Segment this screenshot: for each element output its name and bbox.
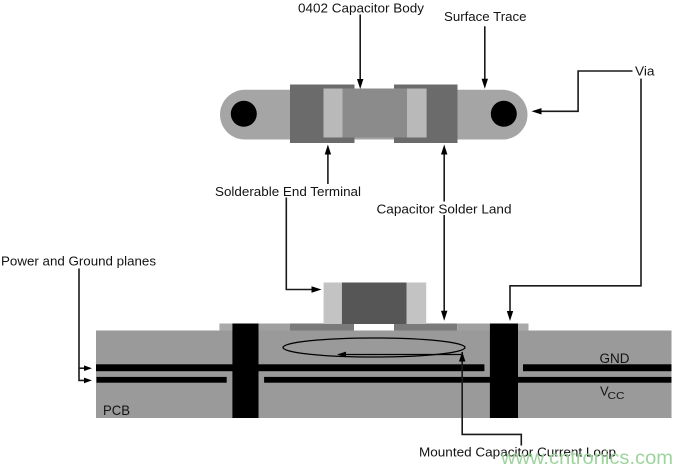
svg-text:CC: CC [608, 390, 625, 402]
svg-text:Surface Trace: Surface Trace [444, 9, 527, 24]
svg-text:V: V [600, 384, 609, 399]
svg-text:GND: GND [600, 351, 630, 366]
svg-text:0402 Capacitor Body: 0402 Capacitor Body [298, 1, 425, 16]
svg-text:Via: Via [635, 64, 655, 79]
svg-text:PCB: PCB [103, 402, 130, 418]
svg-text:Mounted Capacitor Current Loop: Mounted Capacitor Current Loop [419, 445, 616, 460]
svg-text:Capacitor Solder Land: Capacitor Solder Land [377, 201, 512, 216]
svg-text:Solderable End Terminal: Solderable End Terminal [215, 184, 361, 199]
svg-text:Power and Ground planes: Power and Ground planes [1, 254, 157, 269]
svg-text:www.cntronics.com: www.cntronics.com [500, 447, 673, 469]
